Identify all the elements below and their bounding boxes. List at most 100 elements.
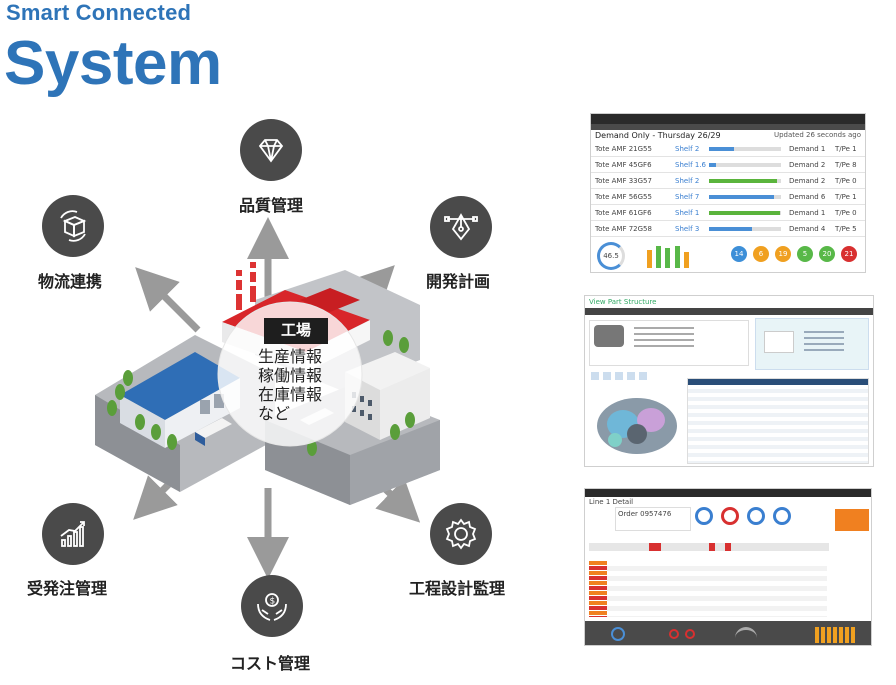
row-shelf: Shelf 2 <box>675 145 700 153</box>
svg-text:$: $ <box>270 597 276 607</box>
office-building <box>345 352 430 440</box>
dashboard-row: Tote AMF 72G58 Shelf 3 Demand 4 T/Pe 5 <box>591 221 865 237</box>
row-tpe: T/Pe 5 <box>835 225 857 233</box>
dashboard-row: Tote AMF 33G57 Shelf 2 Demand 2 T/Pe 0 <box>591 173 865 189</box>
row-shelf: Shelf 1 <box>675 209 700 217</box>
node-logistics <box>42 195 104 257</box>
part-table <box>687 378 869 464</box>
node-process <box>430 503 492 565</box>
row-progress-fill <box>709 227 753 231</box>
system-diagram <box>95 217 440 579</box>
dashboard-row: Tote AMF 45GF6 Shelf 1.6 Demand 2 T/Pe 8 <box>591 157 865 173</box>
line-detail-screenshot: Line 1 Detail Order 0957476 <box>584 488 872 646</box>
pen-nib-icon <box>444 213 478 241</box>
work-order-table <box>589 561 827 617</box>
node-label-orders: 受発注管理 <box>27 581 108 598</box>
bar-chart-icon <box>60 521 85 547</box>
row-name: Tote AMF 33G57 <box>595 177 652 185</box>
row-progress-track <box>709 163 781 167</box>
row-progress-track <box>709 179 781 183</box>
row-shelf: Shelf 1.6 <box>675 161 706 169</box>
part-thumbnails <box>591 372 647 380</box>
level-bars <box>647 246 689 270</box>
part-structure-screenshot: View Part Structure <box>584 295 874 467</box>
row-progress-track <box>709 227 781 231</box>
dashboard-row: Tote AMF 21G55 Shelf 2 Demand 1 T/Pe 1 <box>591 141 865 157</box>
node-quality <box>240 119 302 181</box>
part-header: View Part Structure <box>585 296 873 308</box>
dashboard-tabs <box>591 124 865 130</box>
status-badge: 6 <box>753 246 769 262</box>
kpi-donuts <box>695 507 791 525</box>
dashboard-topbar <box>591 114 865 124</box>
row-progress-track <box>709 195 781 199</box>
row-name: Tote AMF 45GF6 <box>595 161 652 169</box>
money-hands-icon: $ <box>257 593 287 621</box>
order-alert-card <box>835 509 869 531</box>
row-shelf: Shelf 7 <box>675 193 700 201</box>
row-tpe: T/Pe 1 <box>835 145 857 153</box>
node-development <box>430 196 492 258</box>
row-name: Tote AMF 56G55 <box>595 193 652 201</box>
status-badge: 14 <box>731 246 747 262</box>
status-badge: 21 <box>841 246 857 262</box>
row-progress-fill <box>709 179 778 183</box>
arrow-logistics <box>135 267 201 333</box>
node-label-development: 開発計画 <box>426 274 491 291</box>
row-demand: Demand 4 <box>789 225 826 233</box>
order-number: Order 0957476 <box>618 510 672 518</box>
node-orders <box>42 503 104 565</box>
row-tpe: T/Pe 8 <box>835 161 857 169</box>
row-demand: Demand 2 <box>789 177 826 185</box>
page-title: System <box>4 29 222 98</box>
row-tpe: T/Pe 1 <box>835 193 857 201</box>
row-shelf: Shelf 3 <box>675 225 700 233</box>
part-toolbar <box>585 308 873 315</box>
factory-info-line: 稼働情報 <box>258 368 323 385</box>
part-preview-panel <box>755 318 869 370</box>
node-label-quality: 品質管理 <box>239 198 304 215</box>
row-progress-fill <box>709 163 717 167</box>
row-name: Tote AMF 72G58 <box>595 225 652 233</box>
part-structure-title: View Part Structure <box>589 298 657 306</box>
status-badge: 5 <box>797 246 813 262</box>
row-tpe: T/Pe 0 <box>835 177 857 185</box>
line-footer <box>585 621 871 645</box>
factory-info-line: など <box>258 406 291 423</box>
line-title: Line 1 Detail <box>589 498 634 506</box>
box-icon <box>60 210 87 242</box>
node-cost: $ <box>241 575 303 637</box>
timeline-bar <box>589 543 829 551</box>
dashboard-row: Tote AMF 56G55 Shelf 7 Demand 6 T/Pe 1 <box>591 189 865 205</box>
factory-info-line: 生産情報 <box>258 349 323 366</box>
row-progress-fill <box>709 211 780 215</box>
status-badge: 20 <box>819 246 835 262</box>
node-label-process: 工程設計監理 <box>409 581 506 598</box>
dashboard-header-right: Updated 26 seconds ago <box>773 131 861 139</box>
part-detail-panel <box>589 320 749 366</box>
order-card: Order 0957476 <box>615 507 691 531</box>
node-label-cost: コスト管理 <box>230 656 311 673</box>
row-demand: Demand 1 <box>789 145 826 153</box>
row-demand: Demand 2 <box>789 161 826 169</box>
row-shelf: Shelf 2 <box>675 177 700 185</box>
diamond-icon <box>258 139 284 163</box>
factory-label: 工場 <box>264 318 328 344</box>
factory-info: 生産情報 稼働情報 在庫情報 など <box>258 348 322 424</box>
engine-3d-model <box>597 398 677 454</box>
dashboard-screenshot-1: Demand Only - Thursday 26/29 Updated 26 … <box>590 113 866 273</box>
row-name: Tote AMF 21G55 <box>595 145 652 153</box>
dashboard-header-title: Demand Only - Thursday 26/29 <box>595 131 721 140</box>
factory-info-line: 在庫情報 <box>258 387 323 404</box>
row-tpe: T/Pe 0 <box>835 209 857 217</box>
line-topbar <box>585 489 871 497</box>
dashboard-header: Demand Only - Thursday 26/29 Updated 26 … <box>591 130 865 141</box>
trees <box>107 330 415 456</box>
row-progress-fill <box>709 195 774 199</box>
row-progress-track <box>709 211 781 215</box>
row-demand: Demand 6 <box>789 193 826 201</box>
gear-icon <box>445 518 477 550</box>
node-label-logistics: 物流連携 <box>38 274 103 291</box>
status-badge: 19 <box>775 246 791 262</box>
